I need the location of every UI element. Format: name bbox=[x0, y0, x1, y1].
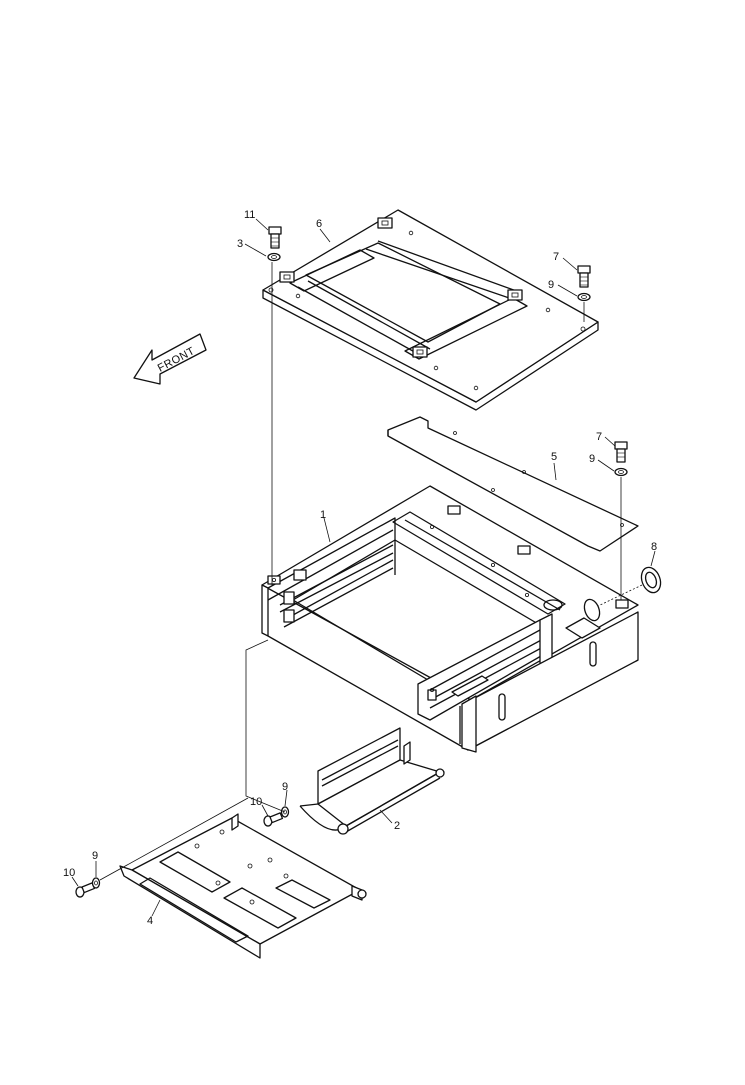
callout-9-part4: 9 bbox=[92, 850, 98, 862]
callout-1: 1 bbox=[320, 509, 326, 521]
part-5-side-cover bbox=[387, 416, 639, 552]
callout-2: 2 bbox=[394, 820, 400, 832]
part-1-main-frame bbox=[261, 485, 639, 753]
callout-7-lower: 7 bbox=[596, 431, 602, 443]
bolt-10-lower bbox=[75, 882, 96, 898]
washer-9-mid bbox=[614, 467, 628, 477]
front-direction-arrow: FRONT bbox=[133, 333, 207, 385]
callout-6: 6 bbox=[316, 218, 322, 230]
callout-9-part2: 9 bbox=[282, 781, 288, 793]
callout-10-part4: 10 bbox=[63, 867, 75, 879]
callout-numbers: 1 2 3 4 5 6 7 7 8 9 9 9 9 10 10 11 bbox=[63, 209, 657, 927]
bolt-7-lower bbox=[614, 441, 628, 463]
callout-5: 5 bbox=[551, 451, 557, 463]
callout-8: 8 bbox=[651, 541, 657, 553]
part-8-grommet bbox=[640, 566, 662, 594]
washer-3 bbox=[267, 252, 281, 262]
callout-10-part2: 10 bbox=[250, 796, 262, 808]
callout-7-upper: 7 bbox=[553, 251, 559, 263]
callout-9-upper: 9 bbox=[548, 279, 554, 291]
callout-leaders bbox=[71, 218, 656, 917]
part-4-bottom-tray bbox=[119, 813, 367, 959]
washer-9-upper bbox=[577, 292, 591, 302]
assembly-lines bbox=[99, 262, 643, 881]
callout-11: 11 bbox=[244, 209, 255, 221]
bolt-10-upper bbox=[263, 812, 284, 827]
callout-9-mid: 9 bbox=[589, 453, 595, 465]
bolt-7-upper bbox=[577, 265, 591, 288]
callout-3: 3 bbox=[237, 238, 243, 250]
washer-9-part4 bbox=[91, 877, 101, 889]
part-6-top-cover bbox=[262, 209, 599, 411]
bolt-11 bbox=[268, 226, 282, 249]
part-2-bracket bbox=[299, 727, 445, 835]
callout-4: 4 bbox=[147, 915, 153, 927]
